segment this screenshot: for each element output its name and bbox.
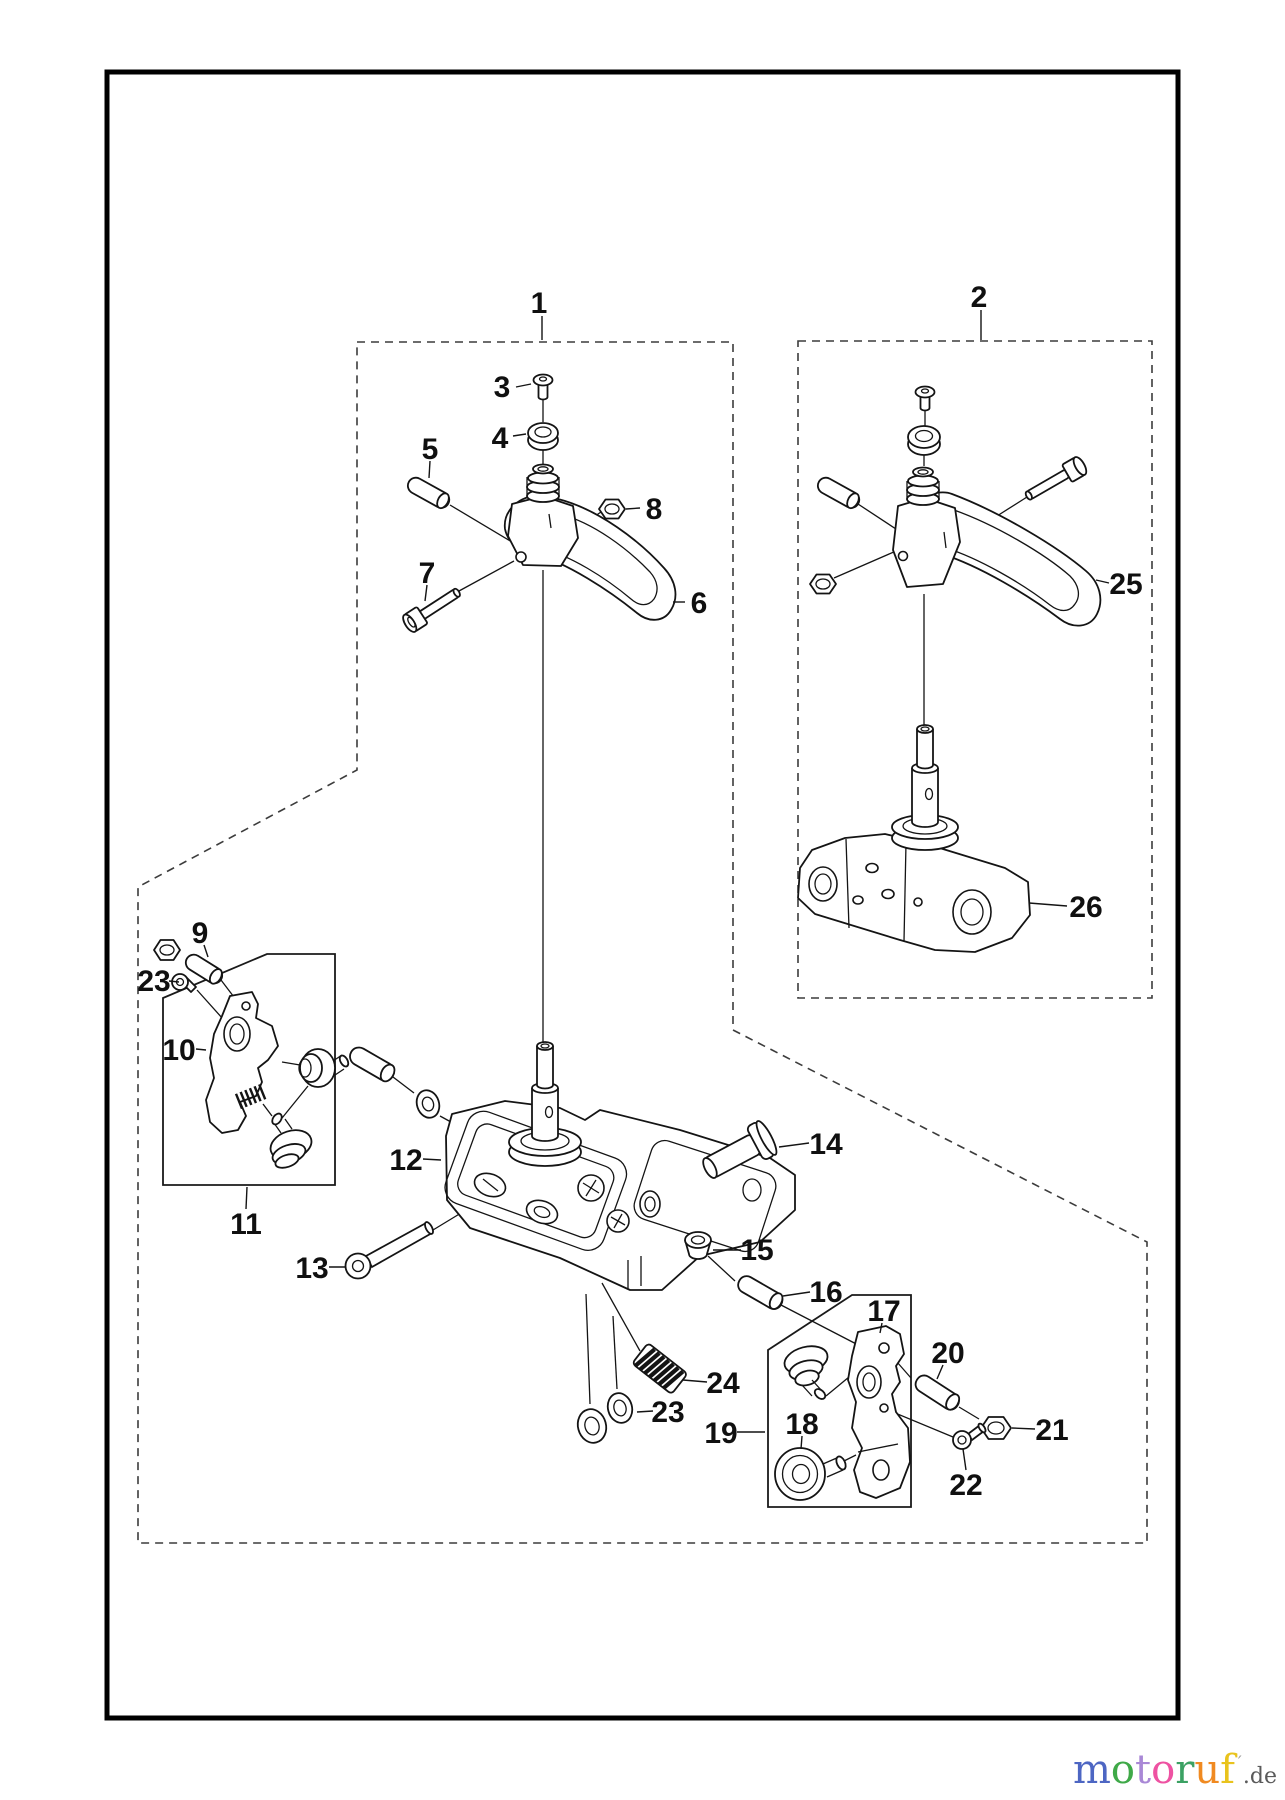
part-7-bolt — [402, 587, 461, 633]
callout-5-leader — [428, 460, 431, 479]
callout-24: 24 — [706, 1367, 740, 1400]
callout-12-leader — [422, 1158, 442, 1161]
kit-1-boundary — [137, 341, 1148, 1544]
part-25-pin — [816, 476, 861, 510]
part-3-flathead-screw — [532, 373, 554, 401]
part-washer-small — [415, 1089, 441, 1119]
callout-7: 7 — [419, 557, 436, 590]
part-25-bearing — [907, 425, 941, 456]
kit-2-boundary — [797, 340, 1153, 999]
callout-9-leader — [203, 944, 209, 958]
motoruf-watermark: motoruf´.de — [1073, 1750, 1277, 1790]
callout-20-leader — [936, 1364, 944, 1380]
part-18-knob — [774, 1447, 847, 1501]
callout-9: 9 — [192, 917, 209, 950]
callout-11: 11 — [230, 1208, 262, 1241]
part-5-pin — [406, 476, 451, 510]
callout-2: 2 — [971, 281, 988, 314]
callout-26-leader — [1028, 902, 1068, 907]
part-9-pin — [184, 953, 224, 985]
watermark-suffix: .de — [1242, 1764, 1277, 1789]
callout-13: 13 — [295, 1252, 328, 1285]
callout-16: 16 — [809, 1276, 842, 1309]
part-9-nut — [153, 939, 181, 961]
watermark-letter: t — [1135, 1747, 1152, 1793]
watermark-letter: r — [1175, 1747, 1195, 1793]
part-13-bolt — [344, 1221, 434, 1280]
callout-22-leader — [962, 1448, 967, 1471]
part-16-pin — [737, 1275, 784, 1310]
callout-6: 6 — [691, 587, 708, 620]
part-4-bushing — [527, 422, 559, 451]
callout-23: 23 — [651, 1396, 684, 1429]
callout-22: 22 — [949, 1469, 982, 1502]
part-26-housing — [797, 724, 1031, 953]
part-24-spring — [632, 1343, 687, 1394]
callout-18: 18 — [785, 1408, 818, 1441]
watermark-letter: o — [1151, 1747, 1176, 1793]
callout-3: 3 — [494, 371, 511, 404]
callout-10-leader — [195, 1048, 207, 1051]
watermark-letter: m — [1072, 1747, 1111, 1793]
callout-11-leader — [245, 1186, 248, 1210]
callout-21-leader — [1011, 1427, 1036, 1430]
part-22-screw — [952, 1422, 987, 1450]
callout-23-leader — [636, 1410, 654, 1413]
callout-3-leader — [515, 383, 532, 388]
callout-15: 15 — [740, 1234, 773, 1267]
group-19-boundary — [767, 1294, 912, 1508]
callout-12: 12 — [389, 1144, 422, 1177]
callout-19: 19 — [704, 1417, 737, 1450]
part-25-handle — [892, 466, 1102, 627]
part-spacer-pin — [349, 1046, 396, 1083]
part-25-nut — [809, 573, 837, 595]
callout-21: 21 — [1035, 1414, 1068, 1447]
callout-25: 25 — [1109, 568, 1142, 601]
part-14-plug — [702, 1120, 778, 1179]
callout-1: 1 — [531, 287, 548, 320]
callout-14-leader — [778, 1142, 810, 1148]
part-10-bushing — [298, 1048, 350, 1088]
part-23-washers — [576, 1392, 634, 1444]
callout-16-leader — [782, 1291, 811, 1297]
callout-4: 4 — [492, 422, 509, 455]
part-17-bushing — [783, 1345, 829, 1400]
part-20-pin — [914, 1374, 961, 1411]
part-10-knob — [269, 1112, 313, 1169]
callout-4-leader — [512, 433, 527, 437]
callout-20: 20 — [931, 1337, 964, 1370]
watermark-mark: ´ — [1234, 1753, 1243, 1773]
callout-5: 5 — [422, 433, 439, 466]
watermark-letter: f — [1220, 1747, 1235, 1793]
callout-7-leader — [424, 584, 428, 602]
part-25-screw — [914, 385, 936, 412]
callout-17: 17 — [867, 1295, 900, 1328]
part-15-grommet — [684, 1231, 712, 1260]
callout-26: 26 — [1069, 891, 1102, 924]
part-8-nut — [598, 498, 626, 520]
part-21-nut — [980, 1416, 1012, 1440]
part-25-bolt — [1024, 456, 1088, 501]
part-10-bracket — [205, 991, 279, 1134]
part-23-screw — [171, 973, 197, 993]
callout-8-leader — [625, 507, 641, 510]
callout-14: 14 — [809, 1128, 843, 1161]
callout-17-leader — [879, 1322, 883, 1334]
callout-10: 10 — [162, 1034, 195, 1067]
page-border — [104, 69, 1181, 1721]
part-6-handle — [503, 463, 677, 621]
callout-24-leader — [682, 1379, 708, 1383]
part-17-bracket — [847, 1325, 911, 1499]
watermark-letter: u — [1194, 1747, 1221, 1793]
callout-23-leader — [168, 980, 180, 983]
callout-25-leader — [1095, 579, 1110, 584]
callout-8: 8 — [646, 493, 663, 526]
parts-artwork — [153, 373, 1102, 1501]
watermark-letter: o — [1110, 1747, 1136, 1793]
callout-23: 23 — [137, 965, 170, 998]
callout-18-leader — [800, 1435, 803, 1450]
